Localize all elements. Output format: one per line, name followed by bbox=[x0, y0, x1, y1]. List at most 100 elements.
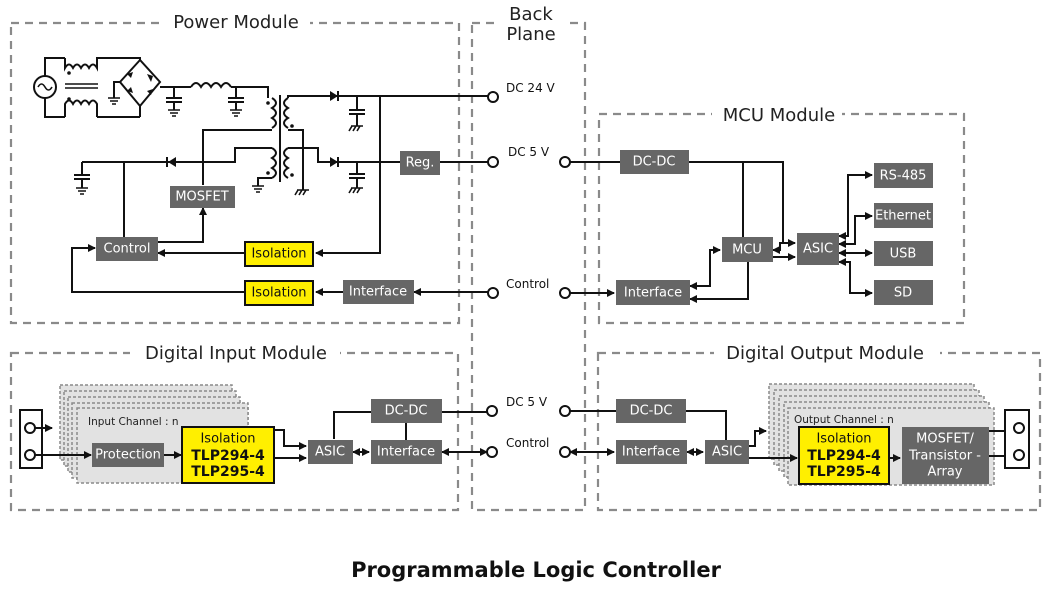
rs485-block: RS-485 bbox=[874, 163, 933, 188]
diode-icon bbox=[330, 91, 338, 101]
svg-text:ASIC: ASIC bbox=[315, 445, 345, 460]
signal-label-control-io: Control bbox=[506, 436, 549, 450]
svg-text:Isolation: Isolation bbox=[816, 432, 871, 447]
terminal-control-io-left bbox=[486, 446, 498, 458]
flyback-transformer-icon bbox=[202, 95, 294, 185]
svg-text:Interface: Interface bbox=[377, 445, 435, 460]
svg-text:Isolation: Isolation bbox=[200, 432, 255, 447]
backplane-frame: Back Plane bbox=[470, 4, 587, 512]
signal-label-dc5v-io: DC 5 V bbox=[506, 395, 548, 409]
sd-block: SD bbox=[874, 280, 933, 305]
regulator-block: Reg. bbox=[400, 151, 440, 175]
backplane-title-line2: Plane bbox=[506, 24, 555, 45]
output-interface-block: Interface bbox=[616, 440, 687, 464]
terminal-dc5v-left bbox=[487, 156, 499, 168]
mcu-dcdc-block: DC-DC bbox=[620, 150, 689, 174]
svg-text:Control: Control bbox=[104, 242, 151, 257]
svg-text:ASIC: ASIC bbox=[803, 242, 833, 257]
input-terminal bbox=[24, 422, 36, 434]
power-module-title: Power Module bbox=[173, 12, 299, 33]
svg-text:Protection: Protection bbox=[95, 448, 161, 463]
svg-text:ASIC: ASIC bbox=[712, 445, 742, 460]
capacitor-icon bbox=[228, 87, 244, 117]
terminal-control-io-right bbox=[559, 446, 571, 458]
input-asic-block: ASIC bbox=[308, 440, 353, 464]
svg-text:TLP295-4: TLP295-4 bbox=[191, 464, 265, 480]
svg-text:MCU: MCU bbox=[732, 243, 762, 258]
input-protection-block: Protection bbox=[92, 443, 164, 467]
svg-text:USB: USB bbox=[890, 247, 917, 262]
svg-text:TLP294-4: TLP294-4 bbox=[807, 448, 881, 464]
signal-label-dc5v: DC 5 V bbox=[508, 145, 550, 159]
svg-text:Interface: Interface bbox=[622, 445, 680, 460]
power-interface-block: Interface bbox=[343, 280, 414, 304]
svg-text:DC-DC: DC-DC bbox=[385, 404, 428, 419]
diagram-caption: Programmable Logic Controller bbox=[351, 558, 722, 582]
svg-text:Reg.: Reg. bbox=[406, 156, 435, 171]
backplane-terminals: DC 24 V DC 5 V Control DC 5 V Control bbox=[486, 81, 571, 458]
digital-output-module-title: Digital Output Module bbox=[726, 343, 924, 364]
input-interface-block: Interface bbox=[371, 440, 442, 464]
svg-text:Array: Array bbox=[927, 465, 962, 480]
output-dcdc-block: DC-DC bbox=[616, 399, 686, 423]
svg-text:DC-DC: DC-DC bbox=[630, 404, 673, 419]
power-schematic bbox=[33, 57, 498, 296]
output-terminal bbox=[1013, 422, 1025, 434]
svg-text:Isolation: Isolation bbox=[251, 286, 306, 301]
mcu-asic-block: ASIC bbox=[797, 233, 839, 265]
terminal-control-right bbox=[559, 287, 571, 299]
svg-text:Isolation: Isolation bbox=[251, 247, 306, 262]
backplane-title-line1: Back bbox=[509, 4, 553, 25]
svg-text:Interface: Interface bbox=[349, 285, 407, 300]
input-dcdc-block: DC-DC bbox=[371, 399, 442, 423]
digital-input-module-title: Digital Input Module bbox=[145, 343, 327, 364]
svg-text:MOSFET: MOSFET bbox=[175, 190, 228, 205]
input-isolation-block: Isolation TLP294-4 TLP295-4 bbox=[181, 426, 275, 484]
svg-text:DC-DC: DC-DC bbox=[633, 155, 676, 170]
output-isolation-block: Isolation TLP294-4 TLP295-4 bbox=[798, 426, 890, 485]
mcu-module-title: MCU Module bbox=[723, 105, 835, 126]
terminal-dc5v-right bbox=[559, 156, 571, 168]
mosfet-block: MOSFET bbox=[170, 186, 235, 208]
input-channel-label: Input Channel : n bbox=[88, 416, 179, 428]
output-channel-label: Output Channel : n bbox=[794, 414, 894, 426]
terminal-dc5v-io-left bbox=[486, 405, 498, 417]
svg-text:RS-485: RS-485 bbox=[880, 169, 927, 184]
svg-text:Interface: Interface bbox=[624, 286, 682, 301]
svg-text:TLP295-4: TLP295-4 bbox=[807, 464, 881, 480]
input-terminal bbox=[24, 449, 36, 461]
input-transformer-icon bbox=[64, 57, 98, 117]
terminal-dc24v bbox=[487, 91, 499, 103]
isolation-block-feedback: Isolation bbox=[244, 241, 314, 267]
mcu-interface-block: Interface bbox=[616, 280, 690, 305]
bridge-rectifier-icon bbox=[108, 58, 162, 117]
output-driver-block: MOSFET/ Transistor - Array bbox=[902, 427, 989, 484]
terminal-dc5v-io-right bbox=[559, 405, 571, 417]
diode-icon bbox=[330, 157, 338, 167]
output-asic-block: ASIC bbox=[705, 440, 749, 464]
ethernet-block: Ethernet bbox=[874, 203, 933, 228]
signal-label-control: Control bbox=[506, 277, 549, 291]
mcu-block: MCU bbox=[722, 237, 773, 262]
mcu-module-frame: MCU Module bbox=[597, 102, 966, 325]
signal-label-dc24v: DC 24 V bbox=[506, 81, 556, 95]
mcu-wiring bbox=[570, 161, 873, 303]
terminal-control-left bbox=[487, 287, 499, 299]
svg-text:Ethernet: Ethernet bbox=[875, 209, 931, 224]
isolation-block-control: Isolation bbox=[244, 280, 314, 306]
control-block: Control bbox=[96, 237, 158, 261]
digital-input-module-frame: Digital Input Module bbox=[9, 341, 460, 512]
digital-output-module-frame: Digital Output Module bbox=[596, 341, 1042, 512]
input-connector bbox=[19, 409, 43, 469]
diode-icon bbox=[168, 157, 176, 167]
svg-text:MOSFET/: MOSFET/ bbox=[916, 432, 974, 447]
capacitor-icon bbox=[166, 87, 182, 117]
output-connector bbox=[989, 409, 1030, 469]
svg-text:SD: SD bbox=[894, 286, 912, 301]
svg-text:Transistor -: Transistor - bbox=[908, 449, 981, 464]
usb-block: USB bbox=[874, 241, 933, 266]
output-terminal bbox=[1013, 449, 1025, 461]
svg-text:TLP294-4: TLP294-4 bbox=[191, 448, 265, 464]
power-module-frame: Power Module bbox=[9, 10, 461, 325]
